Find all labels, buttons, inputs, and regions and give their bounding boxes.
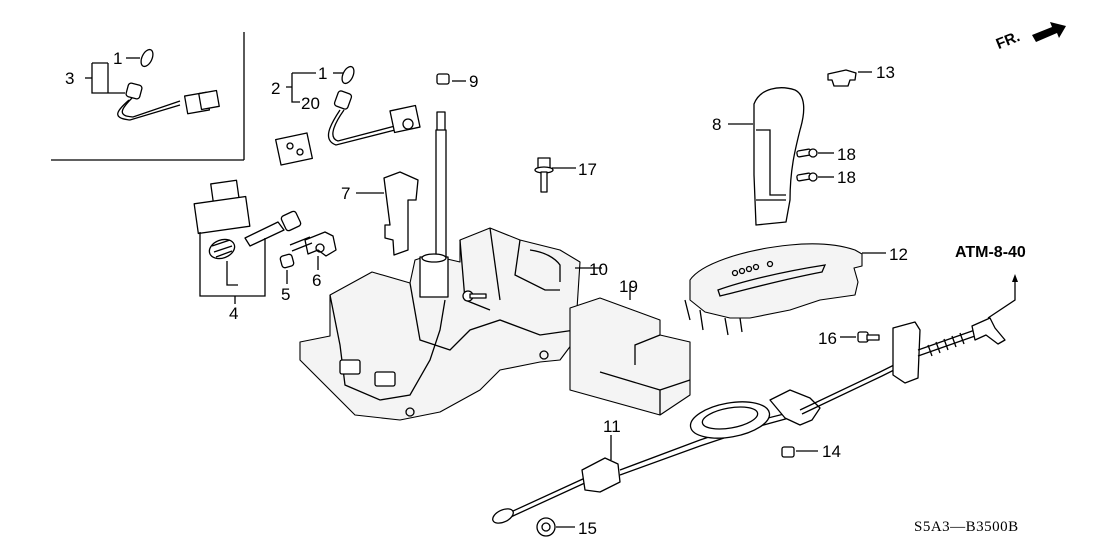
bolt-item-17	[534, 157, 576, 193]
callout-9[interactable]: 9	[469, 72, 479, 91]
callout-10[interactable]: 10	[589, 260, 608, 279]
callout-3[interactable]: 3	[65, 69, 75, 88]
callout-20[interactable]: 20	[301, 94, 320, 113]
indicator-panel-item-12	[684, 243, 886, 336]
reference-link-atm[interactable]: ATM-8-40	[955, 244, 1026, 261]
callout-16[interactable]: 16	[818, 329, 837, 348]
callout-17[interactable]: 17	[578, 160, 597, 179]
callout-7[interactable]: 7	[341, 184, 351, 203]
callout-15[interactable]: 15	[578, 519, 597, 538]
callout-13[interactable]: 13	[876, 63, 895, 82]
callout-2[interactable]: 2	[271, 79, 281, 98]
front-direction-arrow-icon	[1032, 22, 1066, 42]
shift-lock-solenoid-item-4	[193, 179, 302, 304]
inset-frame	[51, 32, 245, 161]
nut-item-14	[781, 446, 818, 458]
nut-item-9	[436, 73, 466, 85]
callout-18-lower[interactable]: 18	[837, 168, 856, 187]
shift-lever-base-housing	[299, 227, 602, 421]
harness-item-2	[274, 65, 421, 166]
callout-18-upper[interactable]: 18	[837, 145, 856, 164]
callout-6[interactable]: 6	[312, 271, 322, 290]
callout-1[interactable]: 1	[318, 64, 328, 83]
lever-shaft	[435, 111, 447, 263]
select-lever-knob-item-8	[728, 87, 805, 226]
callout-11[interactable]: 11	[603, 417, 621, 436]
select-lever-cable-item-11	[492, 274, 1018, 524]
diagram-code: S5A3—B3500B	[914, 519, 1019, 535]
callout-8[interactable]: 8	[712, 115, 722, 134]
nut-item-15	[536, 517, 575, 537]
lever-stopper-item-7	[356, 171, 419, 256]
callout-14[interactable]: 14	[822, 442, 841, 461]
callout-1-inset[interactable]: 1	[113, 49, 123, 68]
clip-item-13	[827, 69, 872, 87]
callout-4[interactable]: 4	[229, 304, 239, 323]
insulator-pad-item-19	[569, 284, 691, 416]
bolt-item-16	[840, 331, 880, 343]
callout-5[interactable]: 5	[281, 285, 291, 304]
callout-12[interactable]: 12	[889, 245, 908, 264]
screws-item-18	[796, 148, 834, 182]
callout-19[interactable]: 19	[619, 277, 638, 296]
inset-harness	[85, 48, 220, 121]
collar-and-pin	[279, 231, 337, 284]
